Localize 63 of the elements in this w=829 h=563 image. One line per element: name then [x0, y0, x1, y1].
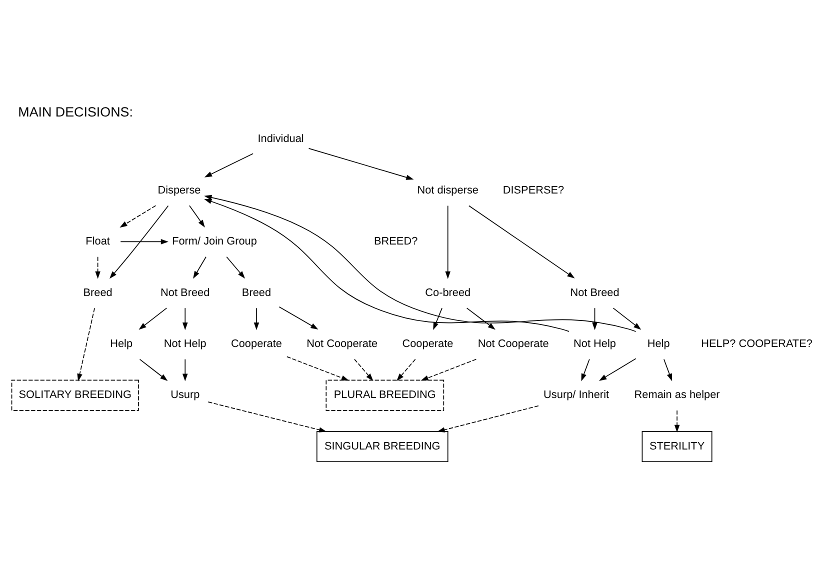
arrow	[433, 307, 442, 330]
node-text: Breed	[242, 286, 272, 298]
arrow	[396, 358, 416, 380]
arrow	[674, 410, 680, 432]
node-box: SOLITARY BREEDING	[11, 379, 139, 410]
node-text: Usurp/ Inherit	[544, 388, 610, 401]
node-text: Disperse	[158, 184, 201, 196]
node-text: Help	[110, 337, 133, 350]
arrow	[592, 307, 598, 330]
label: HELP? COOPERATE?	[701, 337, 812, 350]
arrow	[278, 306, 318, 329]
arrow	[204, 198, 570, 332]
node-box: SINGULAR BREEDING	[316, 430, 448, 462]
arrow	[193, 256, 206, 278]
node-text: Float	[86, 235, 110, 248]
arrow	[77, 307, 95, 381]
arrow	[286, 356, 349, 380]
node-text: Not Cooperate	[478, 337, 549, 350]
label: DISPERSE?	[502, 184, 564, 196]
arrow	[189, 204, 205, 227]
arrow	[138, 307, 168, 330]
arrow	[437, 404, 539, 432]
arrow	[354, 358, 374, 380]
node-text: Form/ Join Group	[172, 235, 257, 248]
arrow	[664, 358, 672, 381]
label: BREED?	[374, 235, 418, 248]
arrow	[598, 358, 636, 380]
arrow	[254, 307, 260, 330]
node-text: Not Breed	[160, 286, 210, 298]
node-box: STERILITY	[642, 430, 712, 462]
arrow	[204, 152, 254, 177]
arrow	[208, 401, 327, 432]
node-text: Remain as helper	[634, 388, 720, 401]
arrow	[466, 307, 496, 330]
node-text: Co-breed	[425, 286, 471, 298]
arrow	[95, 256, 100, 278]
node-box: PLURAL BREEDING	[326, 379, 444, 410]
arrow	[226, 256, 246, 278]
arrow	[139, 358, 168, 380]
arrow	[612, 307, 642, 330]
arrow	[182, 358, 188, 381]
node-text: Breed	[83, 286, 112, 298]
arrow	[109, 204, 169, 278]
arrow	[420, 358, 477, 380]
node-text: Cooperate	[402, 337, 454, 350]
node-text: Individual	[258, 132, 304, 145]
arrow	[445, 204, 451, 278]
node-text: Usurp	[170, 388, 200, 401]
node-text: Not Help	[574, 337, 616, 350]
arrow	[120, 238, 168, 244]
node-text: Help	[647, 337, 670, 350]
node-text: Cooperate	[231, 337, 282, 350]
arrow	[204, 194, 636, 332]
node-text: Not Help	[164, 337, 206, 350]
node-text: Not disperse	[417, 184, 478, 196]
diagram-title: MAIN DECISIONS:	[18, 104, 133, 119]
node-text: Not Breed	[570, 286, 620, 298]
arrow	[468, 204, 575, 278]
arrow	[308, 148, 414, 180]
arrow	[182, 307, 188, 330]
arrow	[581, 358, 590, 381]
arrow	[120, 204, 156, 228]
node-text: Not Cooperate	[306, 337, 378, 350]
